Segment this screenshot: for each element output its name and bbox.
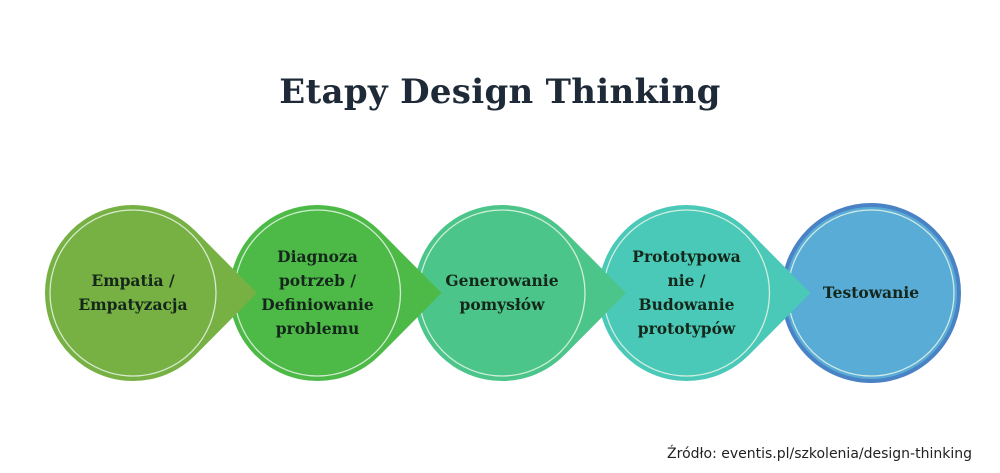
stage-label-line: Testowanie [823, 283, 919, 302]
stage-label-line: Empatia / [91, 271, 175, 290]
stage-label-line: nie / [667, 271, 705, 290]
stage-label-line: Budowanie [639, 295, 735, 314]
stage-label-line: Generowanie [445, 271, 558, 290]
stage-4: Prototypowa nie / Budowanie prototypów [598, 205, 811, 381]
source-caption: Źródło: eventis.pl/szkolenia/design-thin… [667, 446, 972, 462]
stage-label-line: Empatyzacja [78, 295, 187, 314]
diagram-title: Etapy Design Thinking [279, 72, 721, 112]
stage-label-line: Prototypowa [632, 247, 740, 266]
stage-3: Generowanie pomysłów [414, 205, 626, 381]
stage-2: Diagnoza potrzeb / Definiowanie problemu [229, 205, 442, 382]
stage-label-line: problemu [276, 319, 360, 338]
stage-label-line: Diagnoza [277, 247, 358, 266]
stage-label-line: potrzeb / [279, 271, 356, 290]
stage-5: Testowanie [781, 203, 961, 383]
stage-inner-ring [49, 209, 217, 377]
stage-label-line: Definiowanie [261, 295, 374, 314]
stage-label-line: pomysłów [460, 295, 546, 314]
stage-1: Empatia / Empatyzacja [45, 205, 258, 382]
stage-label-line: prototypów [638, 319, 736, 338]
